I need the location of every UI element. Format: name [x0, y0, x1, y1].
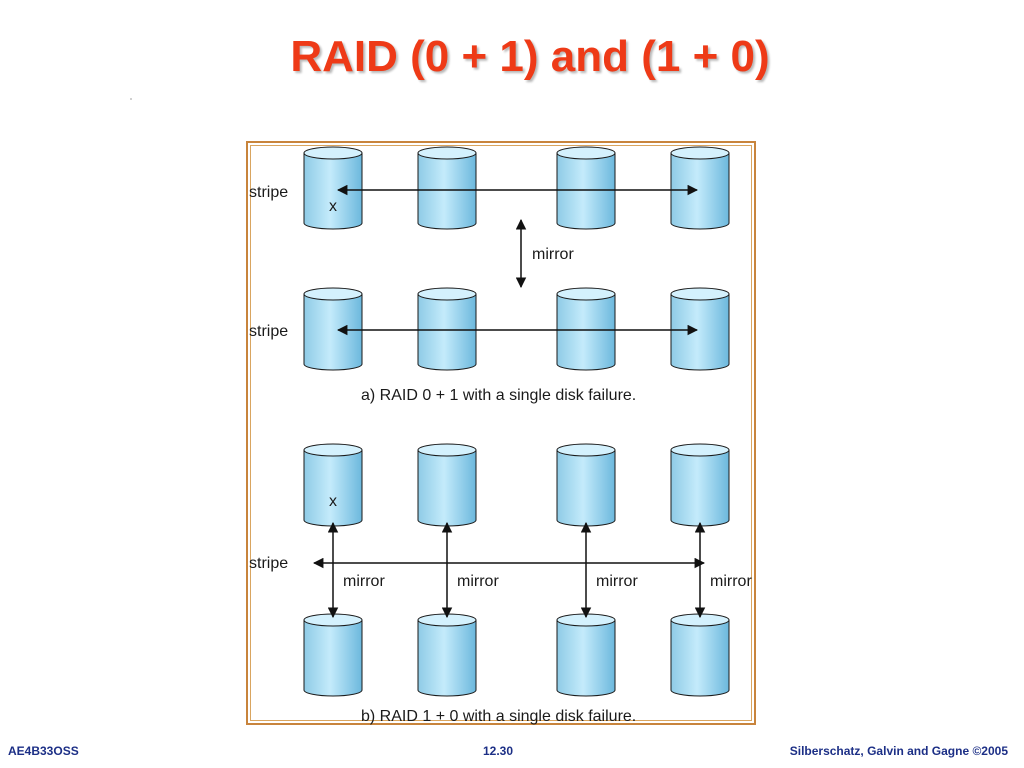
- disk-a-bottom-3: [556, 287, 616, 371]
- caption-a: a) RAID 0 + 1 with a single disk failure…: [361, 387, 636, 404]
- disk-b-top-3: [556, 443, 616, 527]
- disk-a-bottom-2: [417, 287, 477, 371]
- footer-course-code: AE4B33OSS: [8, 744, 79, 758]
- disk-b-bottom-3: [556, 613, 616, 697]
- disk-b-top-2: [417, 443, 477, 527]
- stripe-label-a-top: stripe: [249, 184, 288, 201]
- decorative-dot: [130, 98, 132, 100]
- disk-b-bottom-2: [417, 613, 477, 697]
- mirror-label-a: mirror: [532, 246, 574, 263]
- disk-a-top-2: [417, 146, 477, 230]
- figure-frame-inner: [250, 145, 752, 721]
- mirror-label-b-3: mirror: [596, 573, 638, 590]
- disk-b-bottom-1: [303, 613, 363, 697]
- disk-b-bottom-4: [670, 613, 730, 697]
- disk-b-top-1: [303, 443, 363, 527]
- disk-a-top-4: [670, 146, 730, 230]
- failure-mark-b: x: [329, 493, 337, 510]
- disk-b-top-4: [670, 443, 730, 527]
- figure-frame: [246, 141, 756, 725]
- mirror-label-b-1: mirror: [343, 573, 385, 590]
- stripe-label-a-bottom: stripe: [249, 323, 288, 340]
- failure-mark-a: x: [329, 198, 337, 215]
- stripe-label-b: stripe: [249, 555, 288, 572]
- mirror-label-b-4: mirror: [710, 573, 752, 590]
- disk-a-top-1: [303, 146, 363, 230]
- caption-b: b) RAID 1 + 0 with a single disk failure…: [361, 708, 636, 725]
- disk-a-top-3: [556, 146, 616, 230]
- mirror-label-b-2: mirror: [457, 573, 499, 590]
- footer-slide-number: 12.30: [483, 744, 514, 758]
- disk-a-bottom-1: [303, 287, 363, 371]
- footer-copyright: Silberschatz, Galvin and Gagne ©2005: [789, 744, 1008, 758]
- slide-title: RAID (0 + 1) and (1 + 0): [290, 32, 770, 81]
- disk-a-bottom-4: [670, 287, 730, 371]
